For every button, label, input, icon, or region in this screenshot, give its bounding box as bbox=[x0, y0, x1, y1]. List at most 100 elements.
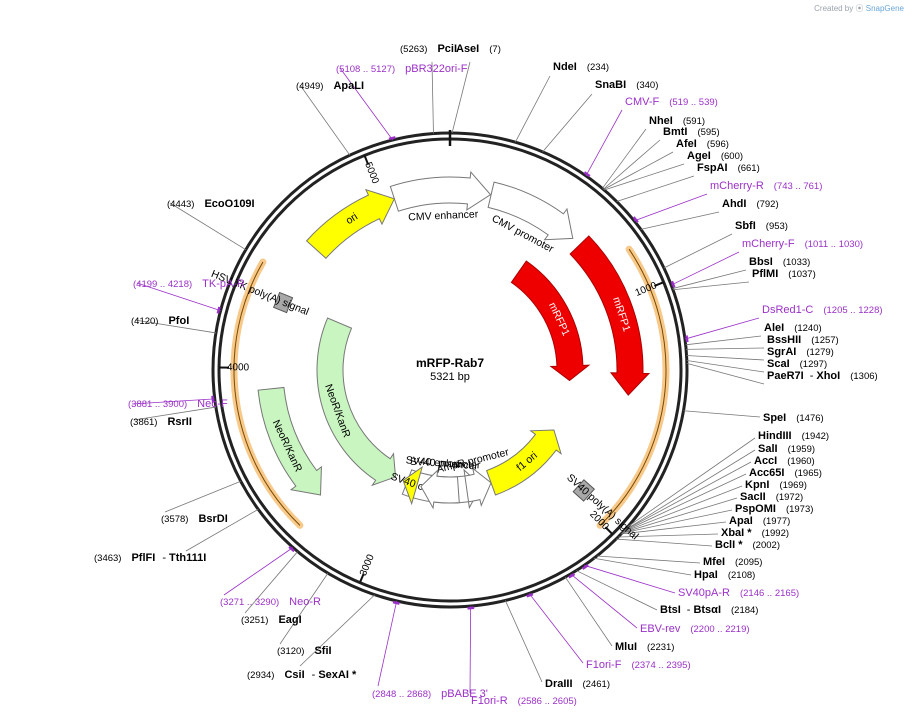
site-pos-ecoo109i: (4443) bbox=[167, 199, 194, 210]
site-name-ecoo109i: EcoO109I bbox=[204, 198, 254, 210]
site-sali: SalI(1959) bbox=[758, 443, 815, 455]
leader-mcherry-r bbox=[634, 193, 708, 222]
site-name-bmti: BmtI bbox=[663, 126, 687, 138]
site-pos-cmv-f: (519 .. 539) bbox=[669, 97, 718, 108]
site-pos-asei: (7) bbox=[489, 44, 501, 55]
feature-sv40-ori bbox=[402, 465, 424, 506]
site-pos-agei: (600) bbox=[721, 151, 743, 162]
site-neo-f: (3881 .. 3900)Neo-F bbox=[128, 398, 228, 410]
site-name-agei: AgeI bbox=[687, 150, 711, 162]
feature-sv40-enhancer bbox=[420, 468, 460, 510]
site-name-bbsi: BbsI bbox=[749, 256, 773, 268]
site-name-psti-like-pcii: PciI bbox=[437, 43, 457, 55]
site-name-apai: ApaI bbox=[729, 515, 753, 527]
site-name-bcli: BclI * bbox=[715, 539, 743, 551]
site-psti-like-pcii: (5263) PciI bbox=[400, 43, 457, 55]
leader-pspomi bbox=[621, 509, 733, 534]
site-pos-alei: (1240) bbox=[794, 323, 821, 334]
site-name-pbabe-3: pBABE 3' bbox=[441, 688, 488, 700]
site-sgrai: SgrAI(1279) bbox=[767, 346, 834, 358]
site-name-dsred1-c: DsRed1-C bbox=[762, 304, 813, 316]
leader-bmti bbox=[603, 139, 661, 190]
leader-psti-like-pcii bbox=[431, 61, 434, 134]
site-pflmi: PflMI(1037) bbox=[752, 268, 816, 280]
leader-sgrai bbox=[686, 355, 765, 361]
site-dash-paer7i-xhoi: - bbox=[810, 370, 814, 382]
site-ecoo109i: (4443) EcoO109I bbox=[167, 198, 255, 210]
leader-mfei bbox=[596, 555, 701, 564]
site-pos-xbai: (1992) bbox=[762, 528, 789, 539]
site-name-mcherry-f: mCherry-F bbox=[742, 238, 795, 250]
band-neo-core bbox=[233, 261, 301, 526]
site-pos-csii-sexai: (2934) bbox=[247, 670, 274, 681]
primer-mark-ebv-rev bbox=[568, 572, 576, 579]
leader-asei bbox=[451, 61, 471, 134]
site-name-f1ori-f: F1ori-F bbox=[586, 659, 622, 671]
leader-f1ori-r bbox=[469, 606, 472, 694]
feature-neor-inner bbox=[316, 317, 397, 487]
site-pos-mcherry-r: (743 .. 761) bbox=[774, 181, 823, 192]
site-pos-btsi-btsai: (2184) bbox=[731, 605, 758, 616]
site-bcli: BclI *(2002) bbox=[715, 539, 780, 551]
site-tk-pa-r: (4199 .. 4218)TK-pA-R bbox=[133, 278, 245, 290]
site-pos-bbsi: (1033) bbox=[783, 257, 810, 268]
site-pos-ndei: (234) bbox=[587, 62, 609, 73]
site-name-mlui: MluI bbox=[615, 641, 637, 653]
site-pos-f1ori-r: (2586 .. 2605) bbox=[518, 696, 577, 707]
site-afei: AfeI(596) bbox=[676, 138, 729, 150]
leader-ebv-rev bbox=[570, 573, 638, 629]
site-pos-psti-like-pcii: (5263) bbox=[400, 44, 427, 55]
leader-bcli bbox=[616, 538, 713, 547]
site-name-mfei: MfeI bbox=[703, 556, 725, 568]
site-name-bsrdi: BsrDI bbox=[198, 513, 227, 525]
leader-ndei bbox=[514, 75, 551, 143]
site-pos-kpni: (1969) bbox=[779, 480, 806, 491]
leader-kpni bbox=[622, 485, 743, 533]
site-pos-hindiii: (1942) bbox=[802, 431, 829, 442]
leader-snabi bbox=[542, 93, 593, 153]
site-name-ndei: NdeI bbox=[553, 61, 577, 73]
site-scai: ScaI(1297) bbox=[767, 358, 827, 370]
site-name-ebv-rev: EBV-rev bbox=[640, 623, 681, 635]
site-pos-draiii: (2461) bbox=[583, 679, 610, 690]
site-bsrdi: (3578)BsrDI bbox=[161, 513, 228, 525]
site-pos-paer7i-xhoi: (1306) bbox=[850, 371, 877, 382]
leader-pfoi bbox=[134, 319, 216, 334]
leader-bsrdi bbox=[164, 480, 241, 513]
site-nhei: NheI(591) bbox=[649, 115, 705, 127]
site-name-sbfi: SbfI bbox=[735, 220, 756, 232]
site-pos-apali: (4949) bbox=[296, 81, 323, 92]
leader-scai bbox=[686, 360, 765, 373]
site-name-sfii: SfiI bbox=[314, 645, 331, 657]
site-name-bsshii: BssHII bbox=[767, 334, 801, 346]
site-snabi: SnaBI(340) bbox=[595, 79, 658, 91]
leader-pflmi bbox=[672, 281, 750, 291]
site-eagi: (3251)EagI bbox=[241, 614, 302, 626]
leader-pflfi-tth111i bbox=[185, 508, 259, 552]
site-pos-sv40pa-r: (2146 .. 2165) bbox=[740, 588, 799, 599]
site-name-spei: SpeI bbox=[763, 412, 786, 424]
feature-cmv-enhancer bbox=[389, 170, 492, 212]
leader-ahdi bbox=[640, 211, 720, 230]
site-name-pflmi: PflMI bbox=[752, 268, 778, 280]
site-btsi-btsai: BtsI-BtsαI(2184) bbox=[660, 604, 758, 616]
site-pos-nhei: (591) bbox=[683, 116, 705, 127]
leader-rsrii bbox=[133, 406, 216, 421]
leader-sfii bbox=[279, 572, 329, 645]
site-pos-pflfi-tth111i: (3463) bbox=[94, 553, 121, 564]
tick-1000 bbox=[654, 281, 665, 287]
site-name-paer7i-xhoi-2: XhoI bbox=[816, 370, 840, 382]
backbone-inner-circle bbox=[217, 137, 683, 603]
site-csii-sexai: (2934)CsiI-SexAI * bbox=[247, 669, 357, 681]
site-pos-spei: (1476) bbox=[796, 413, 823, 424]
site-acc65i: Acc65I(1965) bbox=[749, 467, 822, 479]
snapgene-credit: Created by ⦿ SnapGene bbox=[814, 3, 904, 14]
site-pos-snabi: (340) bbox=[636, 80, 658, 91]
site-name-ahdi: AhdI bbox=[722, 198, 746, 210]
plasmid-length: 5321 bp bbox=[430, 371, 470, 383]
leader-tk-pa-r bbox=[136, 282, 221, 312]
leader-csii-sexai bbox=[299, 594, 376, 667]
feature-cmv-promoter bbox=[487, 181, 574, 241]
